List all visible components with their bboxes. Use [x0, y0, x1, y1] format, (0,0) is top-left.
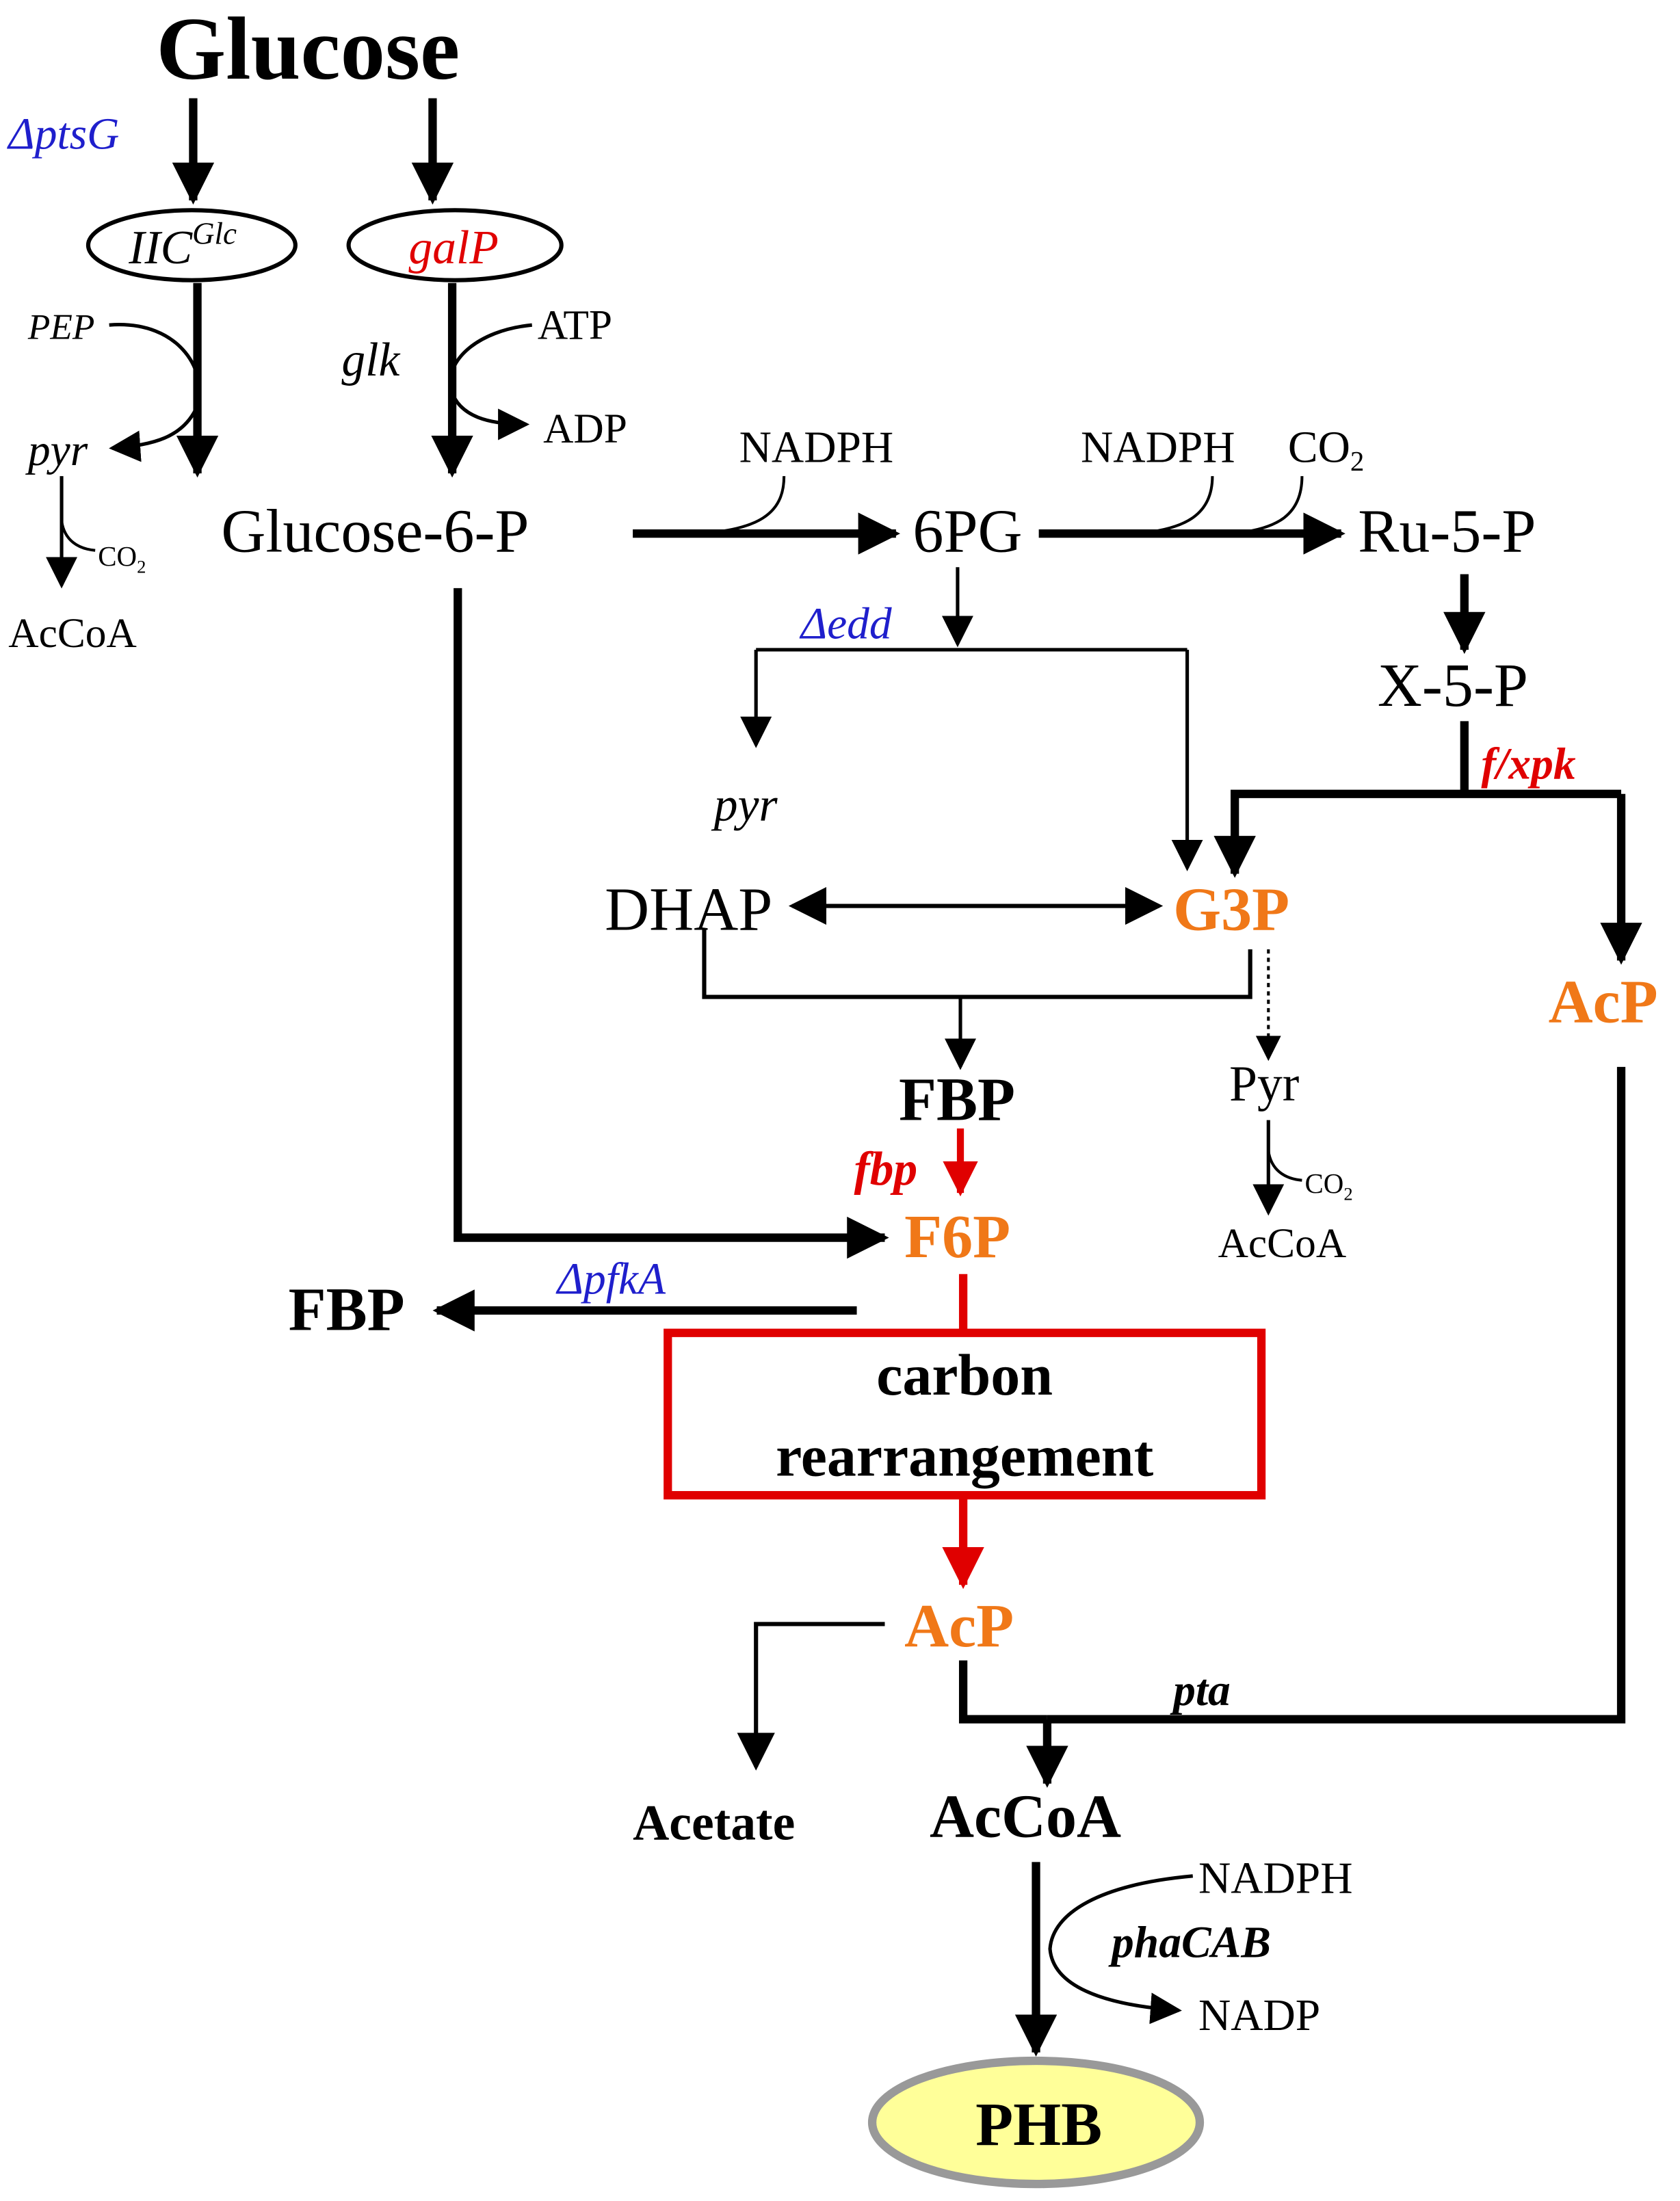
- nadph-to-nadp-curve: [1048, 1874, 1193, 2025]
- acp-bottom-label: AcP: [904, 1592, 1014, 1660]
- dhap-g3p-merge-line: [702, 928, 1252, 999]
- galp-label: galP: [408, 222, 498, 274]
- pyr-mid-label: pyr: [711, 779, 778, 832]
- phb-label: PHB: [975, 2091, 1102, 2159]
- g6p-to-f6p-arrow: [454, 588, 889, 1259]
- carbon-rearrangement-box: [664, 1328, 1266, 1500]
- highlighted-arrows: [942, 1128, 984, 1590]
- phb-ellipse: [867, 2056, 1205, 2189]
- delta-edd-label: Δedd: [799, 600, 892, 649]
- g3p-label: G3P: [1173, 875, 1289, 943]
- nadph-curve-1: [700, 476, 786, 536]
- glk-label: glk: [341, 334, 400, 386]
- iic-label: IICGlc: [128, 216, 237, 274]
- iic-superscript: Glc: [192, 216, 237, 250]
- glucose-label: Glucose: [156, 0, 460, 98]
- acp-right-to-pta-line: [1047, 1066, 1626, 1724]
- nadph-bottom-label: NADPH: [1198, 1854, 1353, 1903]
- carbon-rearrangement-line2: rearrangement: [776, 1423, 1153, 1489]
- acp-to-accoa-line: [958, 1660, 1047, 1724]
- dhap-label: DHAP: [605, 875, 772, 943]
- iic-transporter-ellipse: [86, 208, 298, 282]
- accoa-bottom-label: AcCoA: [930, 1783, 1121, 1851]
- co2-small-mid-label: CO2: [1304, 1168, 1352, 1204]
- delta-pfka-label: ΔpfkA: [555, 1254, 666, 1304]
- accoa-left-label: AcCoA: [8, 610, 137, 657]
- pep-to-pyr-curve: [109, 323, 202, 462]
- acetate-label: Acetate: [633, 1795, 795, 1851]
- galp-transporter-ellipse: [346, 208, 564, 282]
- co2-curve-top: [1231, 476, 1304, 536]
- co2-release-left-curve: [60, 520, 96, 552]
- pathway-arrows: [46, 98, 1642, 2057]
- co2-release-mid-curve: [1267, 1150, 1302, 1182]
- ru-5-p-label: Ru-5-P: [1358, 498, 1536, 566]
- x-5-p-label: X-5-P: [1378, 652, 1528, 720]
- accoa-mid-label: AcCoA: [1218, 1220, 1347, 1267]
- pyr-left-label: pyr: [25, 426, 88, 475]
- carbon-rearrangement-line1: carbon: [876, 1342, 1053, 1408]
- nadph-1-label: NADPH: [739, 423, 894, 473]
- 6pg-label: 6PG: [913, 498, 1022, 566]
- pep-label: PEP: [27, 307, 95, 347]
- nadp-bottom-label: NADP: [1198, 1991, 1320, 2040]
- co2-top-label: CO2: [1288, 423, 1364, 477]
- f6p-label: F6P: [904, 1203, 1010, 1271]
- nadph-curve-2: [1136, 476, 1214, 536]
- iic-text: IIC: [128, 222, 193, 274]
- adp-label: ADP: [543, 406, 627, 452]
- pta-label: pta: [1170, 1666, 1231, 1715]
- pyr-cap-label: Pyr: [1229, 1055, 1299, 1111]
- acp-right-label: AcP: [1549, 968, 1658, 1036]
- fbp-left-label: FBP: [289, 1276, 405, 1344]
- co2-small-left-label: CO2: [98, 541, 146, 577]
- fbp-enzyme-label: fbp: [854, 1143, 917, 1196]
- atp-to-adp-curve: [448, 323, 532, 440]
- fxpk-label: f/xpk: [1481, 739, 1575, 789]
- atp-label: ATP: [538, 302, 612, 349]
- delta-ptsg-label: ΔptsG: [6, 109, 119, 159]
- nadph-2-label: NADPH: [1081, 423, 1235, 473]
- glucose-6-p-label: Glucose-6-P: [221, 498, 529, 566]
- acp-to-acetate-arrow: [737, 1622, 885, 1771]
- fbp-mid-label: FBP: [899, 1066, 1015, 1134]
- phacab-label: phaCAB: [1108, 1919, 1271, 1968]
- fxpk-to-g3p-arrow: [1213, 789, 1622, 878]
